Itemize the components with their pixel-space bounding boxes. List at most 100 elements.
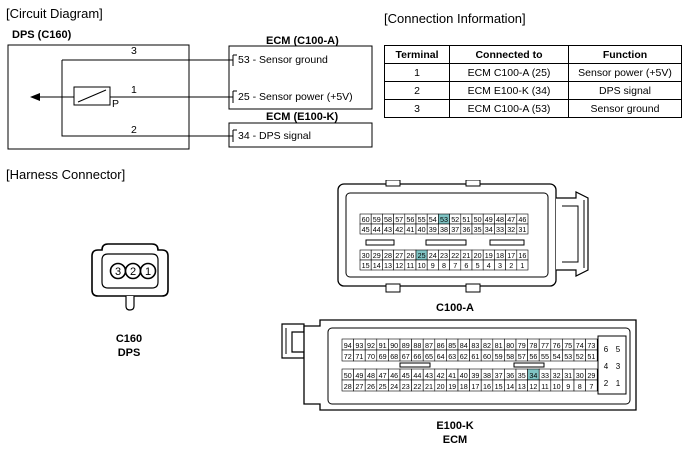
e100-k-pin-label: 13 [518, 382, 526, 391]
e100-k-pin-cell [585, 349, 598, 362]
c100-a-pin-label: 20 [474, 251, 482, 260]
e100-k-pin-label: 32 [553, 371, 561, 380]
c160-pin: 3 [115, 266, 121, 278]
e100-k-pin-label: 35 [518, 371, 526, 380]
c100-a-pin-label: 5 [476, 261, 480, 270]
e100-k-pin-label: 43 [425, 371, 433, 380]
signal-line-label: 34 - DPS signal [238, 130, 311, 142]
c100-a-pin-label: 13 [384, 261, 392, 270]
e100-k-pin-label: 72 [344, 352, 352, 361]
c100-a-pin-label: 35 [474, 225, 482, 234]
c100-a-pin-label: 51 [462, 215, 470, 224]
e100-k-side-pin-label: 6 [604, 345, 609, 354]
pin-3-label: 3 [131, 45, 137, 57]
e100-k-pin-label: 25 [379, 382, 387, 391]
c100-a-pin-label: 57 [395, 215, 403, 224]
e100-k-side-pin-label: 2 [604, 379, 609, 388]
cell-terminal: 1 [384, 63, 450, 82]
connection-info-heading: [Connection Information] [384, 11, 526, 26]
c100-a-pin-label: 34 [485, 225, 493, 234]
e100-k-pin-label: 30 [576, 371, 584, 380]
e100-k-pin-label: 20 [437, 382, 445, 391]
e100-k-pin-label: 38 [483, 371, 491, 380]
c100-a-pin-label: 52 [451, 215, 459, 224]
e100-k-pin-label: 49 [355, 371, 363, 380]
e100-k-pin-label: 60 [483, 352, 491, 361]
c100-a-pin-label: 58 [384, 215, 392, 224]
cell-function: Sensor ground [568, 99, 682, 118]
e100-k-pin-label: 81 [495, 341, 503, 350]
c100-a-pin-label: 59 [373, 215, 381, 224]
dps-label: DPS (C160) [12, 29, 72, 41]
circuit-wiring [7, 44, 373, 150]
c100-a-pin-label: 53 [440, 215, 448, 224]
e100-k-pin-label: 41 [448, 371, 456, 380]
e100-k-pin-label: 14 [506, 382, 514, 391]
e100-k-pin-label: 85 [448, 341, 456, 350]
table-row: 2 ECM E100-K (34) DPS signal [384, 81, 682, 100]
e100-k-side-pin-label: 3 [616, 362, 621, 371]
e100-k-pin-label: 78 [529, 341, 537, 350]
e100-k-pin-cell [585, 379, 598, 392]
e100-k-pin-label: 68 [390, 352, 398, 361]
e100-k-pin-label: 66 [413, 352, 421, 361]
e100-k-label: E100-K [436, 420, 474, 432]
e100-k-pin-label: 59 [495, 352, 503, 361]
sensor-inner-wire [61, 60, 189, 137]
c100-a-pin-label: 16 [518, 251, 526, 260]
e100-k-pin-label: 9 [566, 382, 570, 391]
c160-pin: 2 [130, 266, 136, 278]
e100-k-pin-label: 16 [483, 382, 491, 391]
c100-a-pin-label: 31 [518, 225, 526, 234]
e100-k-pin-label: 87 [425, 341, 433, 350]
c100-a-pin-label: 54 [429, 215, 437, 224]
e100-k-pin-label: 77 [541, 341, 549, 350]
ecm-a-box [228, 45, 373, 110]
c100-a-pin-label: 28 [384, 251, 392, 260]
e100-k-pin-label: 21 [425, 382, 433, 391]
e100-k-pin-label: 24 [390, 382, 398, 391]
e100-k-pin-label: 45 [402, 371, 410, 380]
c100-a-pin-label: 48 [496, 215, 504, 224]
c100-a-pin-label: 37 [451, 225, 459, 234]
e100-k-pin-label: 29 [587, 371, 595, 380]
ecm-a-label: ECM (C100-A) [266, 35, 339, 47]
harness-connector-heading: [Harness Connector] [6, 167, 126, 182]
e100-k-pin-label: 10 [553, 382, 561, 391]
c100-a-pin-label: 12 [395, 261, 403, 270]
e100-k-pin-label: 31 [564, 371, 572, 380]
sensor-pin-letter: P [112, 98, 120, 110]
c100-a-pin-label: 41 [406, 225, 414, 234]
c100-a-pin-label: 24 [429, 251, 437, 260]
c100-a-pin-label: 40 [418, 225, 426, 234]
table-row: 3 ECM C100-A (53) Sensor ground [384, 99, 682, 118]
e100-k-pin-label: 76 [553, 341, 561, 350]
c100-a-pin-label: 9 [431, 261, 435, 270]
e100-k-pin-label: 62 [460, 352, 468, 361]
e100-k-pin-label: 93 [355, 341, 363, 350]
table-row: 1 ECM C100-A (25) Sensor power (+5V) [384, 63, 682, 82]
e100-k-pin-label: 86 [437, 341, 445, 350]
c100-a-pin-label: 21 [462, 251, 470, 260]
e100-k-pin-label: 94 [344, 341, 352, 350]
sensor-arrow-head [30, 93, 40, 101]
e100-k-pin-label: 79 [518, 341, 526, 350]
e100-k-pin-label: 88 [413, 341, 421, 350]
c100-a-pin-label: 2 [509, 261, 513, 270]
c100-a-pin-label: 18 [496, 251, 504, 260]
c100-a-pin-cell [516, 223, 529, 235]
c100-a-pin-label: 43 [384, 225, 392, 234]
e100-k-pin-label: 65 [425, 352, 433, 361]
e100-k-pin-label: 44 [413, 371, 421, 380]
pin-1-label: 1 [131, 84, 137, 96]
cell-connected: ECM C100-A (25) [449, 63, 569, 82]
c100-a-pin-label: 14 [373, 261, 381, 270]
ecm-k-label: ECM (E100-K) [266, 111, 339, 123]
e100-k-pin-label: 80 [506, 341, 514, 350]
c100-a-pin-label: 46 [518, 215, 526, 224]
e100-k-pin-label: 19 [448, 382, 456, 391]
e100-k-pin-label: 82 [483, 341, 491, 350]
th-terminal: Terminal [384, 45, 450, 64]
c100-a-label: C100-A [436, 302, 474, 314]
